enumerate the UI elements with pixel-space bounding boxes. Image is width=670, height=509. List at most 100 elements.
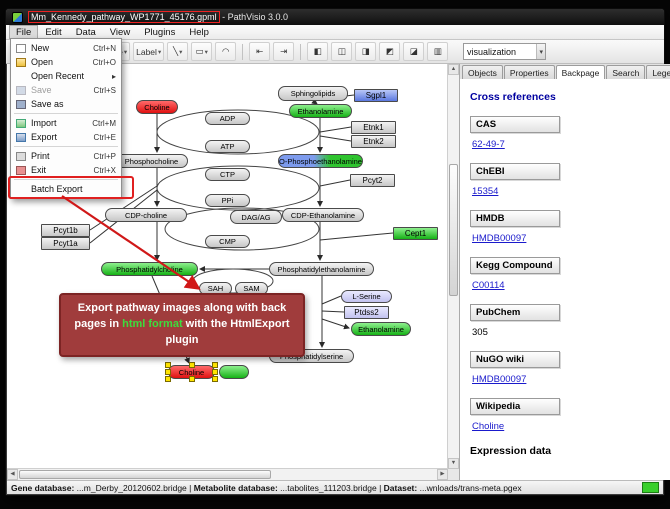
pathway-node-phosphatidylcholine-20[interactable]: Phosphatidylcholine [101,262,198,276]
menu-separator [14,179,118,180]
selection-handle[interactable] [212,376,218,382]
visualization-combo[interactable]: visualization ▾ [463,43,546,60]
scroll-right-icon[interactable]: ▶ [437,469,448,480]
menu-view[interactable]: View [103,25,137,39]
align-right-button[interactable]: ◨ [355,42,376,61]
menu-help[interactable]: Help [182,25,216,39]
tab-objects[interactable]: Objects [462,65,503,79]
crossref-link[interactable]: C00114 [472,280,505,291]
selection-handle[interactable] [165,376,171,382]
crossref-link[interactable]: 15354 [472,186,498,197]
pathway-node-cmp-19[interactable]: CMP [205,235,250,248]
file-menu-item-import[interactable]: ImportCtrl+M [11,116,121,130]
scrollbar-thumb[interactable] [449,164,458,296]
pathway-node-ctp-10[interactable]: CTP [205,168,250,181]
shape-tool-button[interactable]: ▭▾ [191,42,212,61]
common-size-button[interactable]: ▥ [427,42,448,61]
pathway-node-cdp-ethanolamine-15[interactable]: CDP-Ethanolamine [282,208,364,222]
menu-data[interactable]: Data [69,25,103,39]
file-menu-item-batch-export[interactable]: Batch Export [11,182,121,196]
file-menu-item-save[interactable]: SaveCtrl+S [11,83,121,97]
selection-handle[interactable] [189,376,195,382]
selection-handle[interactable] [212,362,218,368]
pathway-node-pcyt2-11[interactable]: Pcyt2 [350,174,395,187]
arc-tool-button[interactable]: ◠ [215,42,236,61]
align-left-button[interactable]: ◧ [307,42,328,61]
pathway-node-dag-ag-14[interactable]: DAG/AG [230,210,282,224]
title-bar[interactable]: Mm_Kennedy_pathway_WP1771_45176.gpml - P… [6,9,664,25]
file-menu-item-open[interactable]: OpenCtrl+O [11,55,121,69]
side-panel: ObjectsPropertiesBackpageSearchLegend Cr… [460,64,670,480]
align-bottom-button[interactable]: ◪ [403,42,424,61]
status-bar: Gene database: ...m_Derby_20120602.bridg… [7,480,663,494]
label-tool-button[interactable]: Label▾ [133,42,164,61]
crossref-link[interactable]: Choline [472,421,504,432]
file-menu-item-new[interactable]: NewCtrl+N [11,41,121,55]
pathway-node-pcyt1a-17[interactable]: Pcyt1a [41,237,90,250]
crossref-section-wikipedia: WikipediaCholine [470,396,667,432]
pathway-node-choline-2[interactable]: Choline [136,100,178,114]
selection-handle[interactable] [165,369,171,375]
selection-handle[interactable] [189,362,195,368]
file-menu-item-export[interactable]: ExportCtrl+E [11,130,121,144]
align-bottom-icon: ◪ [410,46,418,57]
menu-plugins[interactable]: Plugins [137,25,182,39]
scroll-up-icon[interactable]: ▲ [448,64,459,75]
crossref-link[interactable]: 62-49-7 [472,139,505,150]
pathway-node-cdp-choline-13[interactable]: CDP-choline [105,208,187,222]
pathway-node-ptdss2-25[interactable]: Ptdss2 [344,306,389,319]
pathway-node-adp-4[interactable]: ADP [205,112,250,125]
align-center-button[interactable]: ◫ [331,42,352,61]
chevron-down-icon: ▾ [179,48,182,56]
pathway-node-sgpl1-1[interactable]: Sgpl1 [354,89,398,102]
pathway-node-phosphocholine-8[interactable]: Phosphocholine [115,154,188,168]
crossref-section-cas: CAS62-49-7 [470,114,667,150]
crossref-link[interactable]: HMDB00097 [472,374,526,385]
crossref-source-label: HMDB [470,210,560,227]
pathway-node-cept1-18[interactable]: Cept1 [393,227,438,240]
blank-icon [16,185,26,194]
tab-properties[interactable]: Properties [504,65,555,79]
print-icon [16,152,26,161]
tab-backpage[interactable]: Backpage [556,65,606,79]
scroll-left-icon[interactable]: ◀ [7,469,18,480]
line-tool-button[interactable]: ╲▾ [167,42,188,61]
pathway-node-etnk2-6[interactable]: Etnk2 [351,135,396,148]
tab-legend[interactable]: Legend [646,65,670,79]
send-backward-button[interactable]: ⇥ [273,42,294,61]
scrollbar-thumb[interactable] [19,470,271,479]
pathway-node-ethanolamine-3[interactable]: Ethanolamine [289,104,352,118]
pathway-node-phosphatidylethanolamine-21[interactable]: Phosphatidylethanolamine [269,262,374,276]
crossref-source-label: NuGO wiki [470,351,560,368]
canvas-vertical-scrollbar[interactable]: ▲ ▼ [447,64,459,469]
tab-search[interactable]: Search [606,65,645,79]
pathway-node-atp-7[interactable]: ATP [205,140,250,153]
file-menu-item-print[interactable]: PrintCtrl+P [11,149,121,163]
toolbar-separator [242,44,243,60]
align-top-button[interactable]: ◩ [379,42,400,61]
crossref-source-label: PubChem [470,304,560,321]
pathway-node-o-phosphoethanolamine-9[interactable]: O-Phosphoethanolamine [278,154,363,168]
pathway-node-sphingolipids-0[interactable]: Sphingolipids [278,86,348,101]
file-menu-item-save-as[interactable]: Save as [11,97,121,111]
file-menu-item-open-recent[interactable]: Open Recent▸ [11,69,121,83]
annotation-highlight-text: html format [122,318,183,330]
pathway-node-l-serine-24[interactable]: L-Serine [341,290,392,303]
pathway-node-etnk1-5[interactable]: Etnk1 [351,121,396,134]
menu-file[interactable]: File [9,25,38,39]
selection-handle[interactable] [165,362,171,368]
canvas-horizontal-scrollbar[interactable]: ◀ ▶ [7,468,448,480]
menu-edit[interactable]: Edit [38,25,68,39]
pathway-node-unlabeled-29[interactable] [219,365,249,379]
pathway-node-ethanolamine-26[interactable]: Ethanolamine [351,322,411,336]
menu-item-label: Import [31,118,87,128]
pathway-node-pcyt1b-16[interactable]: Pcyt1b [41,224,90,237]
file-menu-item-exit[interactable]: ExitCtrl+X [11,163,121,177]
pathway-node-ppi-12[interactable]: PPi [205,194,250,207]
selection-handle[interactable] [212,369,218,375]
crossref-link[interactable]: HMDB00097 [472,233,526,244]
bring-forward-button[interactable]: ⇤ [249,42,270,61]
scroll-down-icon[interactable]: ▼ [448,458,459,469]
chevron-down-icon: ▾ [124,48,127,56]
open-folder-icon [16,58,26,67]
